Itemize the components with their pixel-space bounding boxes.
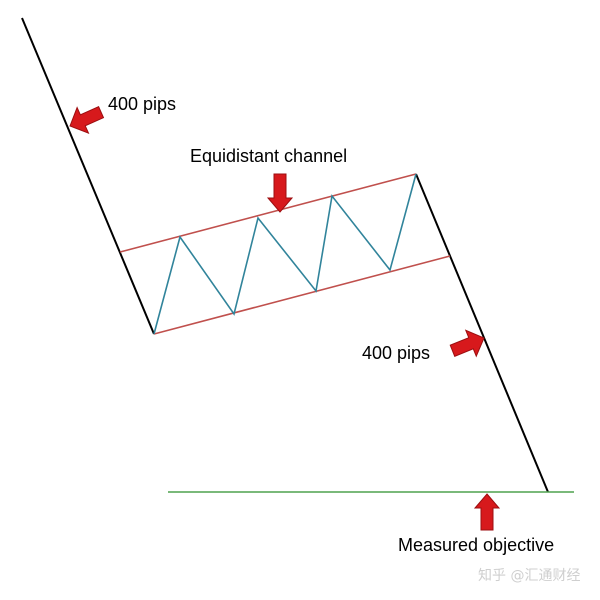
- price-line-down-move-2: [415, 173, 549, 493]
- price-line-down-move-1: [21, 17, 155, 335]
- objective-label: Measured objective: [398, 535, 554, 555]
- bottom-move-label: 400 pips: [362, 343, 430, 363]
- red-arrow-icon: [69, 106, 105, 134]
- red-arrow-icon: [266, 173, 294, 213]
- red-arrow-icon: [449, 329, 485, 358]
- top-move-label: 400 pips: [108, 94, 176, 114]
- channel-label: Equidistant channel: [190, 146, 347, 166]
- channel-upper-line: [119, 173, 417, 253]
- red-arrow-icon: [473, 493, 501, 531]
- channel-zigzag: [153, 173, 417, 335]
- channel-lower-line: [153, 255, 451, 335]
- watermark-text: 知乎 @汇通财经: [478, 567, 580, 584]
